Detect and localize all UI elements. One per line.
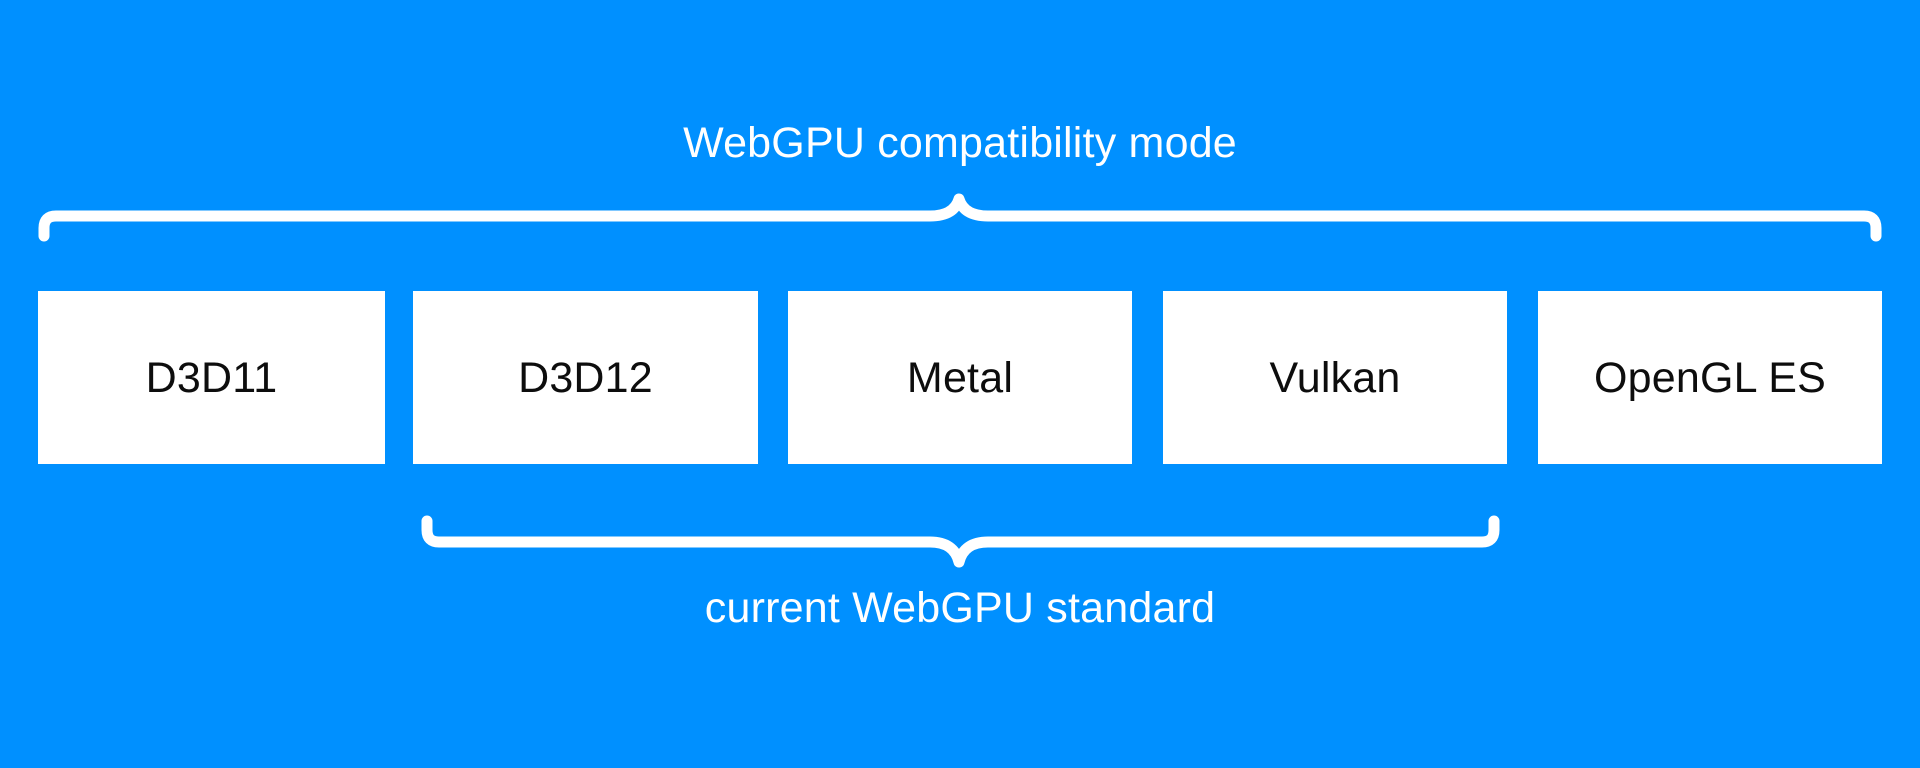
platform-box-vulkan[interactable]: Vulkan xyxy=(1163,291,1507,464)
platform-label: D3D11 xyxy=(145,353,278,402)
platform-label: D3D12 xyxy=(518,353,653,402)
platform-label: Vulkan xyxy=(1269,353,1401,402)
platform-label: Metal xyxy=(906,353,1014,402)
top-group-caption: WebGPU compatibility mode xyxy=(683,119,1237,167)
platform-box-opengl-es[interactable]: OpenGL ES xyxy=(1538,291,1882,464)
platform-box-d3d11[interactable]: D3D11 xyxy=(38,291,385,464)
platform-label: OpenGL ES xyxy=(1593,353,1827,402)
bottom-group-caption: current WebGPU standard xyxy=(704,584,1216,632)
platform-box-d3d12[interactable]: D3D12 xyxy=(413,291,758,464)
platform-box-metal[interactable]: Metal xyxy=(788,291,1132,464)
